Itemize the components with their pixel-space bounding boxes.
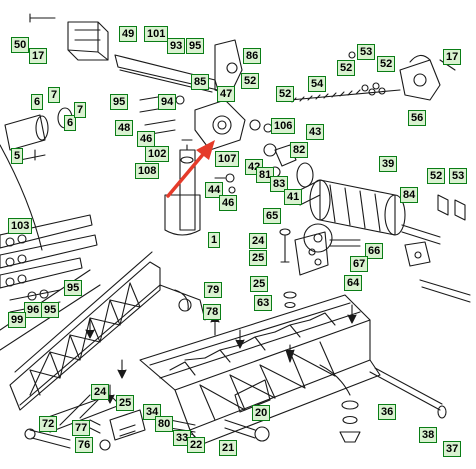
callout-1: 1 xyxy=(208,232,221,248)
callout-6: 6 xyxy=(64,115,77,131)
callout-95: 95 xyxy=(64,280,83,296)
callout-53: 53 xyxy=(357,44,376,60)
callout-24: 24 xyxy=(91,384,110,400)
callout-78: 78 xyxy=(203,304,222,320)
callout-38: 38 xyxy=(419,427,438,443)
callout-50: 50 xyxy=(11,37,30,53)
callout-56: 56 xyxy=(408,110,427,126)
callout-99: 99 xyxy=(8,312,27,328)
callout-7: 7 xyxy=(48,87,61,103)
callout-25: 25 xyxy=(249,250,268,266)
callout-54: 54 xyxy=(308,76,327,92)
callout-66: 66 xyxy=(365,243,384,259)
callout-24: 24 xyxy=(249,233,268,249)
callout-82: 82 xyxy=(290,142,309,158)
callout-53: 53 xyxy=(449,168,468,184)
callout-17: 17 xyxy=(29,48,48,64)
curved-arrow xyxy=(319,364,351,396)
callout-96: 96 xyxy=(24,302,43,318)
callout-52: 52 xyxy=(377,56,396,72)
callout-5: 5 xyxy=(11,148,24,164)
callout-65: 65 xyxy=(263,208,282,224)
callout-101: 101 xyxy=(144,26,169,42)
callout-102: 102 xyxy=(145,146,170,162)
callout-7: 7 xyxy=(74,102,87,118)
roller-assembly xyxy=(296,54,456,267)
threaded-rods xyxy=(289,87,471,303)
callout-25: 25 xyxy=(250,276,269,292)
callout-52: 52 xyxy=(276,86,295,102)
callout-95: 95 xyxy=(110,94,129,110)
callout-39: 39 xyxy=(379,156,398,172)
callout-41: 41 xyxy=(284,189,303,205)
callout-48: 48 xyxy=(115,120,134,136)
callout-108: 108 xyxy=(135,163,160,179)
callout-43: 43 xyxy=(306,124,325,140)
callout-103: 103 xyxy=(8,218,33,234)
callout-67: 67 xyxy=(350,256,369,272)
left-cylinders xyxy=(0,214,98,313)
callout-52: 52 xyxy=(337,60,356,76)
upper-left-parts xyxy=(0,13,185,251)
callout-107: 107 xyxy=(215,151,240,167)
callout-79: 79 xyxy=(204,282,223,298)
callout-6: 6 xyxy=(31,94,44,110)
callout-46: 46 xyxy=(219,195,238,211)
callout-86: 86 xyxy=(243,48,262,64)
callout-76: 76 xyxy=(75,437,94,453)
callout-84: 84 xyxy=(400,187,419,203)
callout-49: 49 xyxy=(119,26,138,42)
callout-44: 44 xyxy=(205,182,224,198)
red-pointer-arrow xyxy=(166,140,215,198)
callout-85: 85 xyxy=(191,74,210,90)
callout-81: 81 xyxy=(256,167,275,183)
callout-47: 47 xyxy=(217,86,236,102)
callout-37: 37 xyxy=(443,441,462,457)
callout-22: 22 xyxy=(187,437,206,453)
callout-95: 95 xyxy=(41,302,60,318)
callout-20: 20 xyxy=(252,405,271,421)
callout-93: 93 xyxy=(167,38,186,54)
callout-25: 25 xyxy=(116,395,135,411)
callout-64: 64 xyxy=(344,275,363,291)
callout-17: 17 xyxy=(443,49,462,65)
callout-94: 94 xyxy=(158,94,177,110)
callout-77: 77 xyxy=(72,420,91,436)
callout-83: 83 xyxy=(270,176,289,192)
callout-46: 46 xyxy=(137,131,156,147)
callout-106: 106 xyxy=(271,118,296,134)
callout-36: 36 xyxy=(378,404,397,420)
callout-52: 52 xyxy=(241,73,260,89)
callout-80: 80 xyxy=(155,416,174,432)
callout-63: 63 xyxy=(254,295,273,311)
callout-72: 72 xyxy=(39,416,58,432)
callout-95: 95 xyxy=(186,38,205,54)
callout-52: 52 xyxy=(427,168,446,184)
callout-21: 21 xyxy=(219,440,238,456)
